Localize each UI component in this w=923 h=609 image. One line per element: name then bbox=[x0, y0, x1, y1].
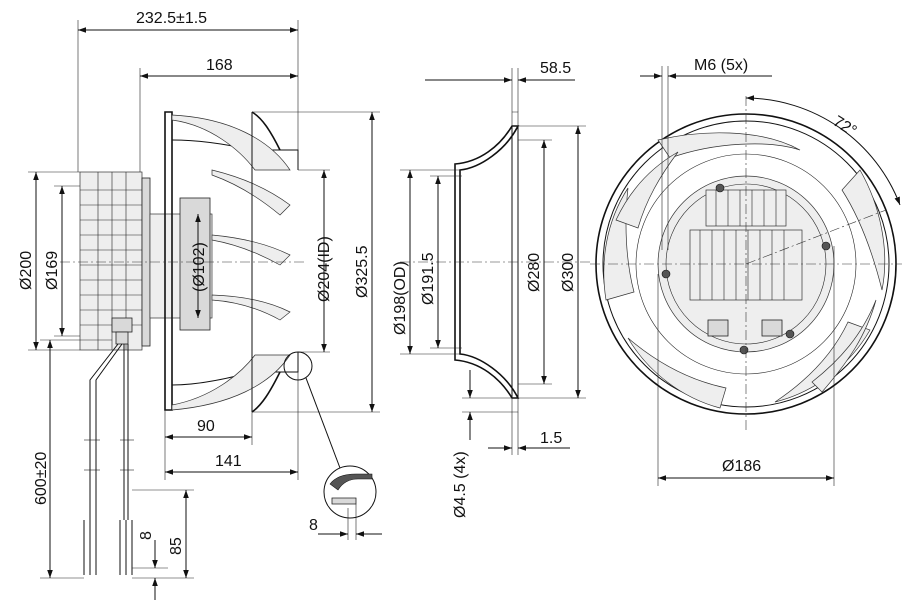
dim-d325-5: Ø325.5 bbox=[354, 245, 371, 298]
blade-mid3 bbox=[211, 294, 291, 321]
dim-cable-length: 600±20 bbox=[33, 452, 50, 505]
inlet-ring-view: 58.5 Ø198(OD) Ø191.5 Ø280 Ø300 Ø4.5 (4x)… bbox=[392, 60, 590, 518]
mount-hole-bottom-right bbox=[785, 329, 795, 339]
inlet-ring-profile bbox=[251, 111, 281, 413]
blade-mid2 bbox=[211, 234, 291, 266]
dim-d191-5: Ø191.5 bbox=[420, 252, 437, 305]
detail-view-circle bbox=[323, 465, 377, 519]
motor-housing bbox=[79, 171, 143, 351]
mount-hole-top bbox=[715, 183, 725, 193]
dim-d200: Ø200 bbox=[18, 251, 35, 290]
blade-upper bbox=[171, 114, 291, 171]
dim-d280: Ø280 bbox=[526, 253, 543, 292]
dim-detail-8: 8 bbox=[309, 517, 318, 534]
dim-holes: Ø4.5 (4x) bbox=[452, 451, 469, 518]
connector-left bbox=[707, 319, 729, 337]
connector-right bbox=[761, 319, 783, 337]
dim-strip-85: 85 bbox=[168, 537, 185, 555]
front-view: M6 (5x) 72° Ø186 bbox=[590, 57, 902, 486]
dim-angle: 72° bbox=[830, 113, 860, 140]
dim-motor-length: 168 bbox=[206, 57, 233, 74]
hub-core bbox=[179, 197, 211, 331]
dim-hub-d102: (Ø102) bbox=[191, 242, 208, 292]
dim-strip-8: 8 bbox=[138, 531, 155, 540]
mount-hole-right bbox=[821, 241, 831, 251]
dim-d198-od: Ø198(OD) bbox=[392, 261, 409, 335]
blade-mid1 bbox=[211, 169, 291, 216]
dim-d169: Ø169 bbox=[44, 251, 61, 290]
cable-gland bbox=[111, 317, 133, 333]
cable-bundle bbox=[83, 317, 134, 575]
dim-thread: M6 (5x) bbox=[694, 57, 748, 74]
dim-bolt-circle: Ø186 bbox=[722, 458, 761, 475]
blade-lower bbox=[171, 354, 291, 411]
dim-thickness: 1.5 bbox=[540, 430, 562, 447]
dim-overall-length: 232.5±1.5 bbox=[136, 10, 207, 27]
dim-d204-id: Ø204(ID) bbox=[316, 236, 333, 302]
dim-ring-depth: 58.5 bbox=[540, 60, 571, 77]
detail-marker-circle bbox=[283, 351, 313, 381]
dim-len-141: 141 bbox=[215, 453, 242, 470]
mount-hole-bottom bbox=[739, 345, 749, 355]
angle-arc bbox=[745, 95, 901, 206]
mount-hole-left bbox=[661, 269, 671, 279]
detail-section bbox=[329, 473, 373, 491]
side-view: 232.5±1.5 168 Ø200 Ø169 600±20 8 85 (Ø10… bbox=[18, 10, 382, 600]
dim-len-90: 90 bbox=[197, 418, 215, 435]
dim-d300: Ø300 bbox=[560, 253, 577, 292]
